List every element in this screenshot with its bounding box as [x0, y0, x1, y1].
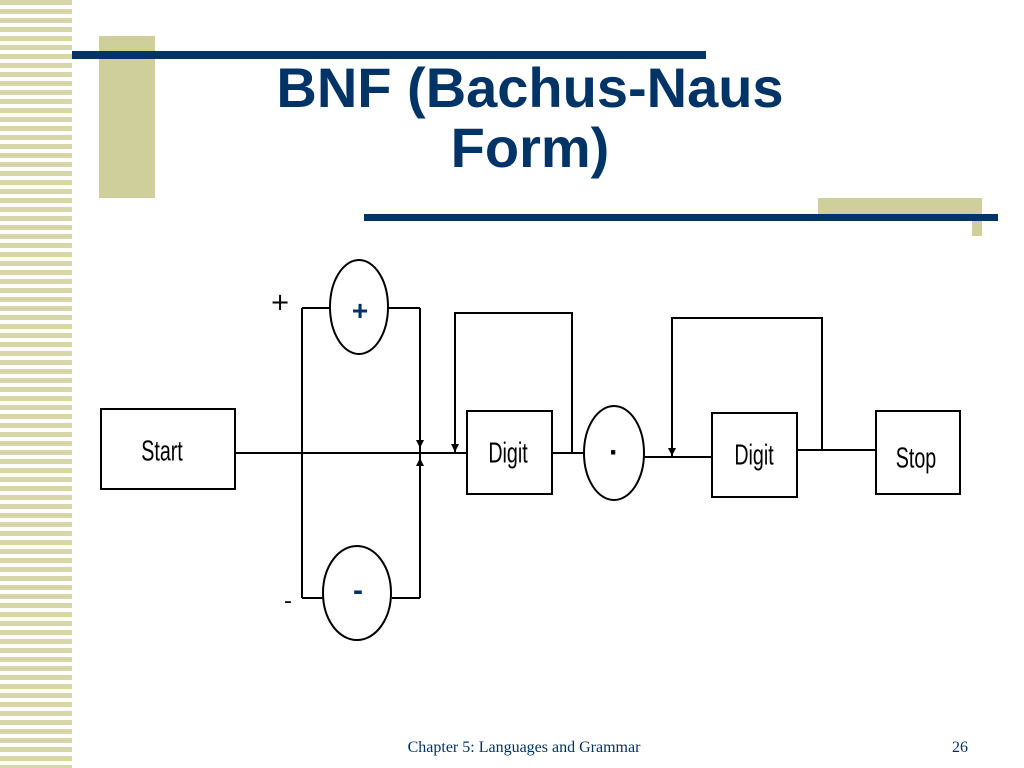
arrowhead-junction-down [416, 440, 424, 448]
decorative-stripes [0, 0, 72, 768]
digit-label-2: Digit [734, 440, 773, 472]
start-label: Start [141, 436, 183, 468]
plus-side-label: + [270, 288, 290, 316]
arrowhead-junction-up [416, 458, 424, 466]
diagram-boxes [100, 408, 961, 498]
diagram-connectors [235, 307, 876, 599]
footer-text: Chapter 5: Languages and Grammar [407, 739, 641, 756]
arrowhead-loop-2 [668, 448, 676, 456]
arrowhead-loop-1 [451, 444, 459, 452]
digit-box-2 [711, 412, 798, 498]
digit-label-1: Digit [488, 438, 527, 470]
loop-digit-1 [454, 312, 573, 453]
stop-label: Stop [896, 443, 936, 475]
slide-title: BNF (Bachus-Naus Form) [276, 56, 784, 179]
minus-circle [322, 545, 392, 641]
page-number: 26 [952, 739, 968, 756]
arrowheads [416, 440, 676, 466]
dot-circle [583, 405, 645, 501]
digit-box-1 [466, 410, 553, 495]
decorative-block-right [818, 198, 982, 216]
start-box [100, 408, 236, 490]
loop-digit-2 [671, 317, 823, 457]
minus-circle-label: - [353, 574, 363, 607]
title-rule-bottom [364, 214, 998, 221]
decorative-block-right-small [972, 214, 982, 236]
stop-box [875, 410, 961, 495]
dot-circle-label: · [609, 436, 619, 469]
minus-side-label: - [284, 589, 292, 614]
diagram-circles [322, 259, 645, 641]
title-rule-top [72, 51, 706, 59]
plus-circle-label: + [352, 295, 368, 326]
plus-circle [329, 259, 389, 355]
decorative-block-left [99, 36, 155, 198]
